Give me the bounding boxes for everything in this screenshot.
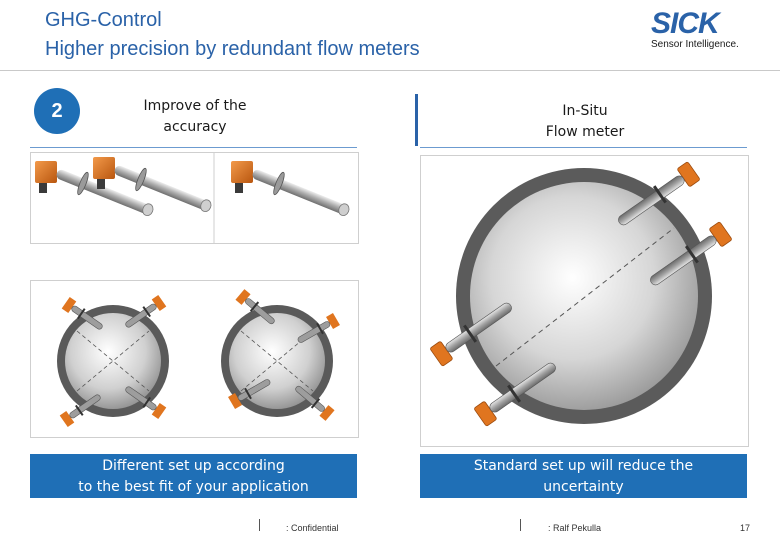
step-badge: 2 (34, 88, 80, 134)
pipe-diagram-crossed-2 (221, 289, 340, 421)
logo-tagline: Sensor Intelligence. (651, 39, 761, 50)
left-banner-line-1: Different set up according (30, 456, 357, 477)
page-number: 17 (740, 523, 750, 533)
logo-wordmark: SICK (651, 10, 761, 38)
in-situ-flow-meter-diagram (420, 155, 749, 447)
footer-tick-1 (259, 519, 260, 531)
right-banner-line-2: uncertainty (420, 477, 747, 498)
right-banner-line-1: Standard set up will reduce the (420, 456, 747, 477)
sick-logo: SICK Sensor Intelligence. (651, 10, 761, 60)
left-title-line-1: Improve of the (120, 96, 270, 117)
left-section-rule (30, 147, 357, 148)
right-title-line-1: In-Situ (500, 101, 670, 122)
header-divider (0, 70, 780, 71)
left-section-title: Improve of the accuracy (120, 96, 270, 138)
probe-photo-2 (93, 157, 215, 219)
right-section-rule (420, 147, 747, 148)
section-divider (415, 94, 418, 146)
left-title-line-2: accuracy (120, 117, 270, 138)
pipe-cross-section-diagrams (30, 280, 359, 438)
right-caption-banner: Standard set up will reduce the uncertai… (420, 454, 747, 498)
footer-confidential: : Confidential (286, 523, 339, 533)
right-title-line-2: Flow meter (500, 122, 670, 143)
sensor-product-photos (30, 152, 359, 244)
pipe-diagram-crossed (57, 295, 169, 427)
left-banner-line-2: to the best fit of your application (30, 477, 357, 498)
right-section-title: In-Situ Flow meter (500, 101, 670, 143)
slide-title-line-2: Higher precision by redundant flow meter… (45, 38, 420, 61)
footer-author: : Ralf Pekulla (548, 523, 601, 533)
left-caption-banner: Different set up according to the best f… (30, 454, 357, 498)
slide-title-line-1: GHG-Control (45, 9, 162, 32)
footer-tick-2 (520, 519, 521, 531)
probe-photo-3 (231, 161, 353, 223)
